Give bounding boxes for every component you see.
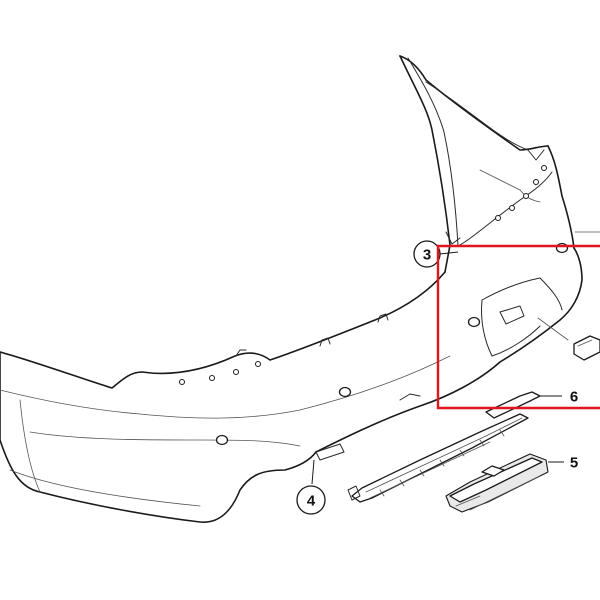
callout-4-label: 4 (307, 493, 316, 510)
leader-4 (311, 459, 315, 485)
callout-3[interactable]: 3 (413, 240, 441, 268)
callout-4[interactable]: 4 (296, 485, 326, 515)
clip-holes (179, 165, 547, 385)
sensor-hole (215, 434, 229, 446)
callout-5[interactable]: 5 (570, 455, 578, 472)
rear-bumper-cover (0, 55, 600, 523)
callout-5-label: 5 (570, 455, 578, 472)
park-sensor-holes (215, 242, 569, 446)
part-6-trim-strip (485, 391, 541, 419)
sensor-hole (338, 386, 352, 398)
callout-3-label: 3 (423, 247, 431, 264)
callout-6-label: 6 (570, 389, 578, 406)
callout-6[interactable]: 6 (570, 389, 578, 406)
part-5-reflector (445, 453, 549, 513)
leader-3 (439, 251, 459, 255)
sensor-hole (467, 316, 481, 328)
part-4-guide-strip (347, 413, 529, 503)
highlight-box (436, 244, 600, 410)
tow-hook-cover (573, 335, 600, 361)
